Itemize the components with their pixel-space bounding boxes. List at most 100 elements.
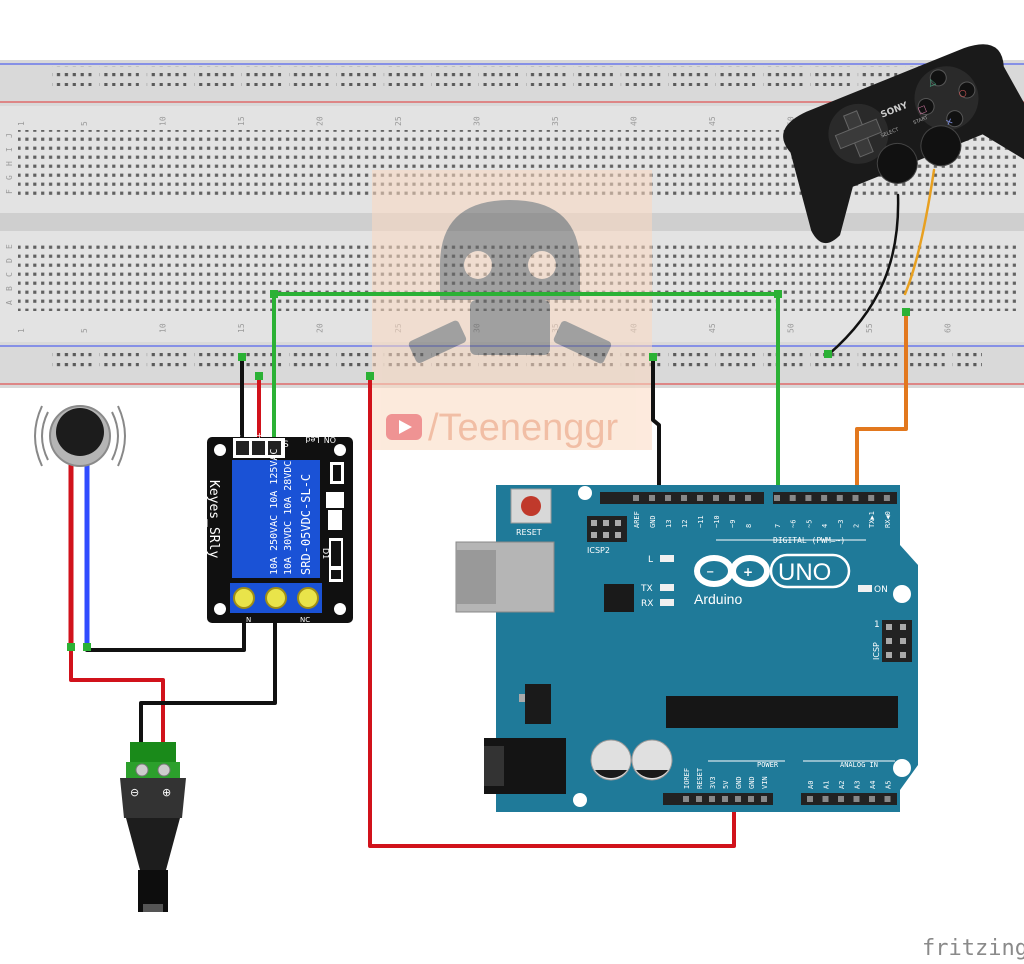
dc-jack-adapter: ⊖ ⊕ — [120, 742, 186, 912]
dpad-icon — [834, 110, 883, 158]
l-label: L — [648, 555, 653, 565]
column-number: 1 — [17, 328, 26, 333]
pin-label: A5 — [885, 781, 893, 789]
jack-plus-label: ⊕ — [162, 786, 171, 799]
pin-minus-label: - — [238, 431, 241, 440]
microcontroller-chip — [666, 696, 898, 728]
pin-label: GND — [748, 776, 756, 789]
header-pin — [713, 495, 719, 501]
header-pin — [745, 495, 751, 501]
jack-plus-wire — [69, 648, 165, 747]
row-letter: G — [5, 175, 14, 180]
analog-header — [801, 793, 897, 805]
rx-label: RX — [641, 599, 653, 609]
pin-label: 3V3 — [709, 776, 717, 789]
row-letter: C — [5, 272, 14, 277]
pin-label: A1 — [823, 781, 831, 789]
column-number: 10 — [158, 116, 167, 126]
header-pin — [883, 495, 890, 501]
pin-label: AREF — [633, 511, 641, 528]
header-pin — [729, 495, 735, 501]
header-pin — [836, 495, 843, 501]
column-number: 45 — [708, 116, 717, 126]
pin-label: VIN — [761, 776, 769, 789]
relay-part-number: SRD-05VDC-SL-C — [299, 474, 313, 575]
pin-label: ~3 — [837, 520, 845, 528]
pin-s-label: S — [283, 440, 289, 450]
watermark: /Teenenggr — [372, 170, 652, 450]
header-pin — [761, 796, 767, 802]
header-pin — [868, 495, 875, 501]
wire-end-caps — [67, 290, 910, 651]
pin-label: ~10 — [713, 515, 721, 528]
row-letter: E — [5, 244, 14, 249]
controller-black-cable — [826, 193, 900, 357]
column-number: 50 — [786, 116, 795, 126]
header-pin — [735, 796, 741, 802]
icsp-header: 1 ICSP — [872, 620, 912, 662]
pin-label: TX▶1 — [868, 511, 876, 528]
column-number: 45 — [708, 323, 717, 333]
terminal-nc-label: NC — [300, 616, 310, 624]
header-pin — [696, 796, 702, 802]
header-pin — [665, 495, 671, 501]
capacitor — [631, 739, 673, 781]
jack-minus-label: ⊖ — [130, 786, 139, 799]
relay-rating-1: 10A 250VAC 10A 125VAC — [269, 449, 280, 575]
header-pin — [774, 495, 780, 501]
svg-text:−: − — [706, 567, 714, 578]
terminal-n-label: N — [246, 616, 251, 624]
square-icon: □ — [917, 104, 929, 116]
wires — [68, 168, 936, 848]
start-label: START — [912, 115, 929, 127]
cross-icon: ✕ — [944, 117, 955, 129]
pin-label: 5V — [722, 780, 730, 789]
on-label: ON — [874, 585, 888, 595]
header-pin — [709, 796, 715, 802]
header-pin — [807, 796, 813, 802]
voltage-regulator — [525, 684, 551, 724]
pin-label: 12 — [681, 520, 689, 528]
pin-label: A4 — [869, 781, 877, 789]
pin-plus-label: + — [256, 431, 263, 440]
jack-minus-wire — [139, 598, 277, 747]
pin-label: A2 — [838, 781, 846, 789]
relay-module: - + S ON_Led D1 10A 250VAC 10A 125VAC 10… — [206, 431, 353, 624]
controller-body — [783, 44, 1024, 243]
icsp2-header: ICSP2 — [587, 516, 627, 555]
header-pin — [805, 495, 812, 501]
fritzing-watermark: fritzing — [922, 936, 1024, 961]
header-pin — [748, 796, 754, 802]
pin-label: ~6 — [790, 520, 798, 528]
jack-terminal-block — [130, 742, 176, 764]
row-letter: H — [5, 161, 14, 166]
column-number: 15 — [237, 323, 246, 333]
youtube-icon — [386, 414, 422, 440]
column-number: 60 — [943, 323, 952, 333]
pin-label: GND — [649, 515, 657, 528]
power-header — [663, 793, 773, 805]
header-pin — [633, 495, 639, 501]
column-number: 10 — [158, 323, 167, 333]
icsp-pin1-label: 1 — [874, 620, 880, 630]
pin-label: 8 — [745, 524, 753, 528]
pin-label: GND — [735, 776, 743, 789]
row-letter: F — [5, 189, 14, 194]
gnd-wire — [651, 355, 661, 498]
column-number: 15 — [237, 116, 246, 126]
relay-cube — [232, 460, 320, 578]
signal-wire — [272, 292, 780, 498]
left-analog-stick — [876, 142, 918, 184]
reset-button[interactable]: RESET — [510, 488, 552, 537]
header-pin — [821, 495, 828, 501]
reset-label: RESET — [516, 528, 542, 537]
svg-text:+: + — [743, 565, 753, 579]
column-number: 5 — [80, 121, 89, 126]
power-label: POWER — [757, 761, 779, 769]
column-number: 1 — [17, 121, 26, 126]
pin-label: ~9 — [729, 520, 737, 528]
pin-label: ~5 — [805, 520, 813, 528]
column-number: 35 — [551, 116, 560, 126]
